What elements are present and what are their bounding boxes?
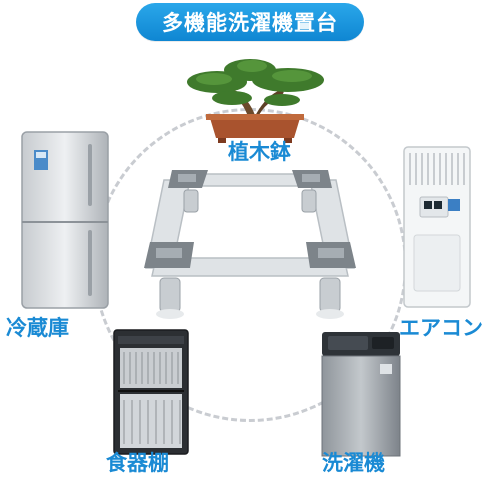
label-aircon: エアコン — [399, 316, 483, 340]
label-cabinet: 食器棚 — [106, 451, 169, 475]
label-washer: 洗濯機 — [322, 451, 385, 475]
title-banner: 多機能洗濯機置台 — [136, 3, 364, 41]
bonsai-icon — [187, 59, 324, 143]
label-plant: 植木鉢 — [228, 140, 291, 164]
title-text: 多機能洗濯機置台 — [162, 11, 338, 35]
refrigerator-icon — [21, 131, 109, 309]
dish-cabinet-icon — [113, 329, 189, 455]
label-fridge: 冷蔵庫 — [6, 316, 69, 340]
air-conditioner-icon — [403, 146, 471, 308]
washer-stand-icon — [144, 170, 356, 319]
washing-machine-icon — [321, 332, 401, 457]
